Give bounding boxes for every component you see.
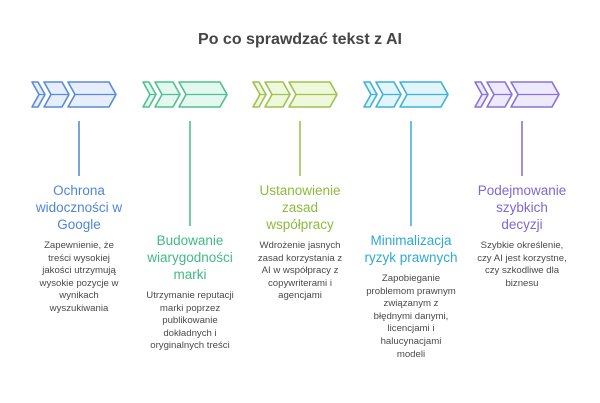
chevron-group-4	[363, 81, 449, 108]
step-heading-line: Budowanie	[156, 233, 224, 248]
step-heading-line: Ustanowienie	[259, 183, 341, 198]
step-description-line: halucynacjami	[380, 335, 442, 347]
step-description-line: biznesu	[505, 277, 539, 289]
step-description-line: dokładnych i	[163, 327, 217, 339]
step-description-line: modeli	[396, 348, 426, 360]
step-description-line: treści wysokiej	[48, 252, 110, 264]
step-description-line: Utrzymanie reputacji	[146, 290, 234, 301]
step-heading-line: szybkich	[496, 200, 548, 215]
step-heading-line: Minimalizacja	[370, 233, 452, 248]
step-description-line: copywriterami i	[268, 277, 332, 289]
step-heading: Ustanowienie zasad współpracy	[243, 182, 358, 233]
step-description-line: agencjami	[278, 290, 322, 302]
step-heading-line: współpracy	[266, 217, 334, 232]
diagram-title: Po co sprawdzać tekst z AI	[198, 31, 402, 48]
chevron-group-3	[252, 81, 338, 108]
step-description-line: problemom prawnym	[366, 285, 456, 297]
step-heading-line: Podejmowanie	[477, 183, 567, 198]
chevron-group-2	[142, 81, 228, 108]
step-description-line: Zapewnienie, że	[44, 240, 114, 251]
step-heading-line: widoczności w	[35, 200, 123, 215]
step-description-line: wyszukiwania	[49, 302, 109, 314]
step-heading-line: zasad	[281, 200, 319, 215]
step-description-line: błędnymi danymi,	[373, 310, 449, 322]
step-heading-line: Google	[57, 217, 101, 232]
step-description-line: oryginalnych treści	[150, 340, 230, 352]
step-heading: Podejmowanie szybkich decyzji	[465, 182, 580, 233]
step-heading-line: marki	[173, 267, 207, 282]
step-description-line: AI w współpracy z	[261, 265, 339, 277]
chevron-group-1	[31, 81, 117, 108]
step-description-line: zasad korzystania z	[257, 252, 343, 264]
step-heading-line: ryzyk prawnych	[364, 250, 458, 265]
step-description-line: jakości utrzymują	[42, 265, 116, 277]
step-description-line: wysokie pozycje w	[39, 277, 119, 289]
step-heading-line: wiarygodności	[147, 250, 233, 265]
step-description-line: Wdrożenie jasnych	[259, 240, 341, 251]
step-heading-line: Ochrona	[53, 183, 105, 198]
step-heading: Minimalizacja ryzyk prawnych	[354, 232, 469, 266]
step-heading: Budowanie wiarygodności marki	[133, 232, 248, 283]
step-heading: Ochrona widoczności w Google	[22, 182, 137, 233]
step-description-line: marki poprzez	[159, 302, 221, 314]
step-description-line: czy AI jest korzystne,	[477, 252, 567, 264]
step-description-line: Zapobieganie	[381, 273, 441, 284]
step-description-line: licencjami i	[387, 323, 435, 335]
step-heading-line: decyzji	[501, 217, 543, 232]
step-description-line: wynikach	[59, 290, 99, 302]
step-description-line: publikowanie	[162, 315, 218, 327]
step-description-line: związanym z	[383, 298, 439, 310]
step-description-line: Szybkie określenie,	[480, 240, 564, 251]
step-description: Szybkie określenie,czy AI jest korzystne…	[465, 240, 580, 290]
step-description-line: czy szkodliwe dla	[484, 265, 560, 277]
chevron-group-5	[474, 81, 560, 108]
